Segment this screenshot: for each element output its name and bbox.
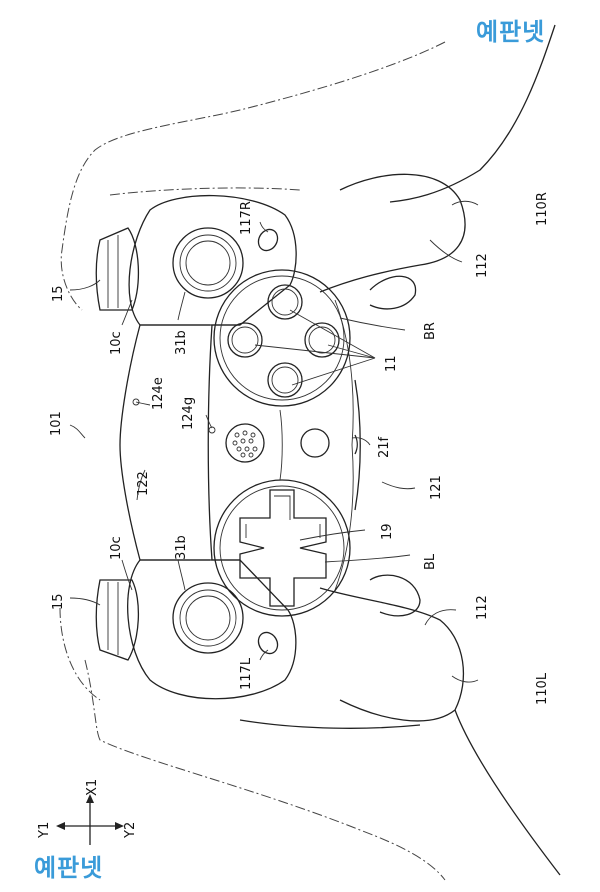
label-BR: BR — [423, 322, 438, 340]
light-117L — [257, 631, 279, 655]
center-panel-divider — [279, 409, 283, 481]
analog-stick-top — [172, 227, 244, 299]
axis-label-y2: Y2 — [123, 822, 138, 839]
sensor-124e — [132, 398, 140, 406]
speaker-grille — [225, 423, 265, 463]
controller-body — [119, 194, 361, 700]
light-21f — [354, 434, 358, 455]
label-11: 11 — [384, 355, 399, 372]
label-31b-top: 31b — [174, 330, 189, 355]
label-19: 19 — [380, 523, 395, 540]
axis-label-y1: Y1 — [37, 822, 52, 839]
label-BL: BL — [423, 553, 438, 570]
label-101: 101 — [49, 411, 64, 436]
leader-lines — [69, 200, 479, 683]
label-110L: 110L — [535, 672, 550, 705]
axis-indicator — [56, 794, 124, 845]
label-117L: 117L — [239, 657, 254, 690]
light-117R — [257, 228, 279, 252]
grip-outlines — [239, 24, 561, 876]
label-121: 121 — [429, 475, 444, 500]
label-31b-bottom: 31b — [174, 535, 189, 560]
home-button — [300, 428, 330, 458]
shoulder-button-bottom — [95, 579, 140, 661]
label-117R: 117R — [239, 201, 254, 235]
label-112-bottom: 112 — [475, 595, 490, 620]
sensor-124g — [208, 426, 216, 434]
label-15-top: 15 — [51, 285, 66, 302]
watermark-bottom: 예판넷 — [34, 854, 104, 882]
label-124e: 124e — [151, 377, 166, 410]
shoulder-button-top — [95, 227, 140, 311]
label-112-top: 112 — [475, 253, 490, 278]
reference-labels: 110R 112 BR 11 21f 121 19 BL 112 110L 15… — [37, 192, 550, 839]
hand-outlines — [59, 41, 446, 881]
label-10c-bottom: 10c — [109, 536, 124, 560]
label-10c-top: 10c — [109, 331, 124, 355]
label-21f: 21f — [377, 436, 392, 458]
axis-label-x1: X1 — [85, 779, 100, 796]
label-124g: 124g — [181, 397, 196, 430]
dpad-cluster — [213, 479, 351, 617]
label-15-bottom: 15 — [51, 593, 66, 610]
label-110R: 110R — [535, 192, 550, 226]
watermark-top: 예판넷 — [476, 18, 546, 46]
label-122: 122 — [136, 471, 151, 496]
face-button-cluster — [213, 269, 351, 407]
analog-stick-bottom — [172, 582, 244, 654]
